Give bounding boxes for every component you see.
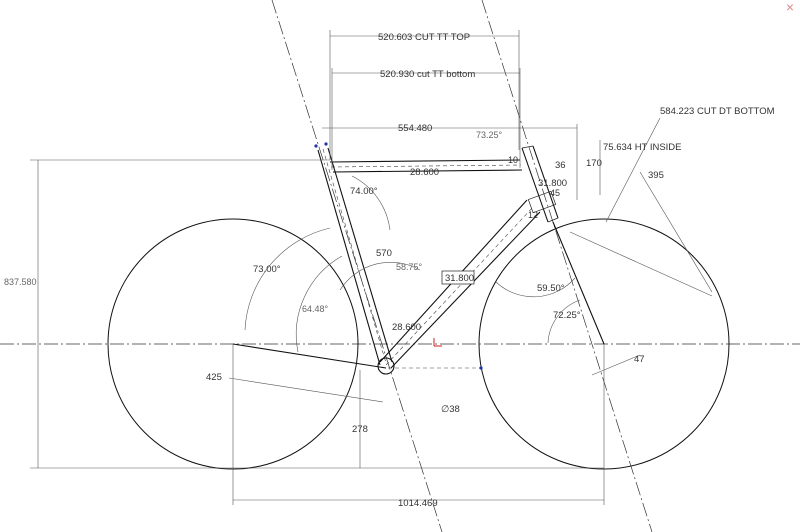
dim-wheelbase: 1014.469	[398, 498, 438, 509]
head-tube-top	[521, 145, 534, 149]
dim-angle-58: 58.75°	[396, 262, 423, 272]
head-lug	[527, 190, 557, 214]
dim-395: 395	[648, 170, 664, 181]
seat-tube-right	[327, 147, 393, 363]
down-tube-lower	[390, 211, 541, 369]
dim-stack-total: 837.580	[4, 277, 37, 287]
dim-chainstay: 425	[206, 372, 222, 383]
dim-ht-36: 36	[555, 160, 566, 171]
dim-dt-dia: 31.800	[445, 273, 474, 284]
dim-cut-tt-bottom: 520.930 cut TT bottom	[380, 69, 475, 80]
dim-ht-45: 45	[550, 188, 560, 198]
dim-angle-59: 59.50°	[537, 283, 565, 294]
top-tube-lower	[332, 169, 523, 173]
head-tube-construction-line	[481, 0, 653, 532]
dim-cut-dt-bottom: 584.223 CUT DT BOTTOM	[660, 106, 775, 117]
down-tube-center	[385, 205, 535, 366]
dimension-lines	[30, 30, 713, 505]
head-tube-right	[532, 145, 559, 219]
head-tube-bottom	[547, 217, 559, 223]
fork-blade	[552, 221, 605, 345]
dim-angle-73: 73.00°	[253, 264, 281, 275]
top-tube-center	[330, 164, 522, 168]
bottom-bracket-shell	[377, 357, 395, 375]
close-icon[interactable]: ×	[785, 0, 794, 15]
seat-tube-left	[317, 149, 381, 366]
head-tube-left	[521, 147, 549, 223]
origin-marker	[433, 338, 442, 347]
dim-bb-dia: ∅38	[441, 404, 460, 415]
seat-tube-point	[324, 142, 328, 146]
dim-ht-12: 12	[528, 210, 538, 220]
dim-ht-inside: 75.634 HT INSIDE	[603, 142, 682, 153]
dim-cut-tt-top: 520.603 CUT TT TOP	[378, 32, 470, 43]
dim-ht-dia: 31.800	[538, 178, 567, 189]
seat-tube-point	[314, 144, 318, 148]
frame	[232, 142, 605, 375]
dim-reach: 554.480	[398, 123, 432, 134]
dim-st-length: 570	[376, 248, 392, 259]
dim-tt-angle: 73.25°	[476, 130, 503, 140]
dimension-labels: 520.603 CUT TT TOP 520.930 cut TT bottom…	[4, 32, 775, 509]
bb-point	[479, 366, 483, 370]
chainstay	[232, 343, 387, 369]
dim-bb-drop: 278	[352, 424, 368, 435]
top-tube-upper	[329, 159, 521, 163]
dim-ht-170: 170	[586, 158, 602, 169]
dim-angle-64: 64.48°	[302, 304, 329, 314]
dim-seat-angle: 74.00°	[350, 186, 378, 197]
dim-fork-offset: 47	[634, 354, 645, 365]
seat-tube-center	[322, 148, 387, 364]
dim-head-angle: 72.25°	[553, 310, 581, 321]
dim-ht-10: 10	[508, 155, 518, 165]
dim-st-dia: 28.600	[392, 322, 421, 333]
dt-dia-box	[441, 270, 475, 285]
dim-tt-dia: 28.600	[410, 167, 439, 178]
seat-tube-construction-line	[271, 0, 443, 532]
